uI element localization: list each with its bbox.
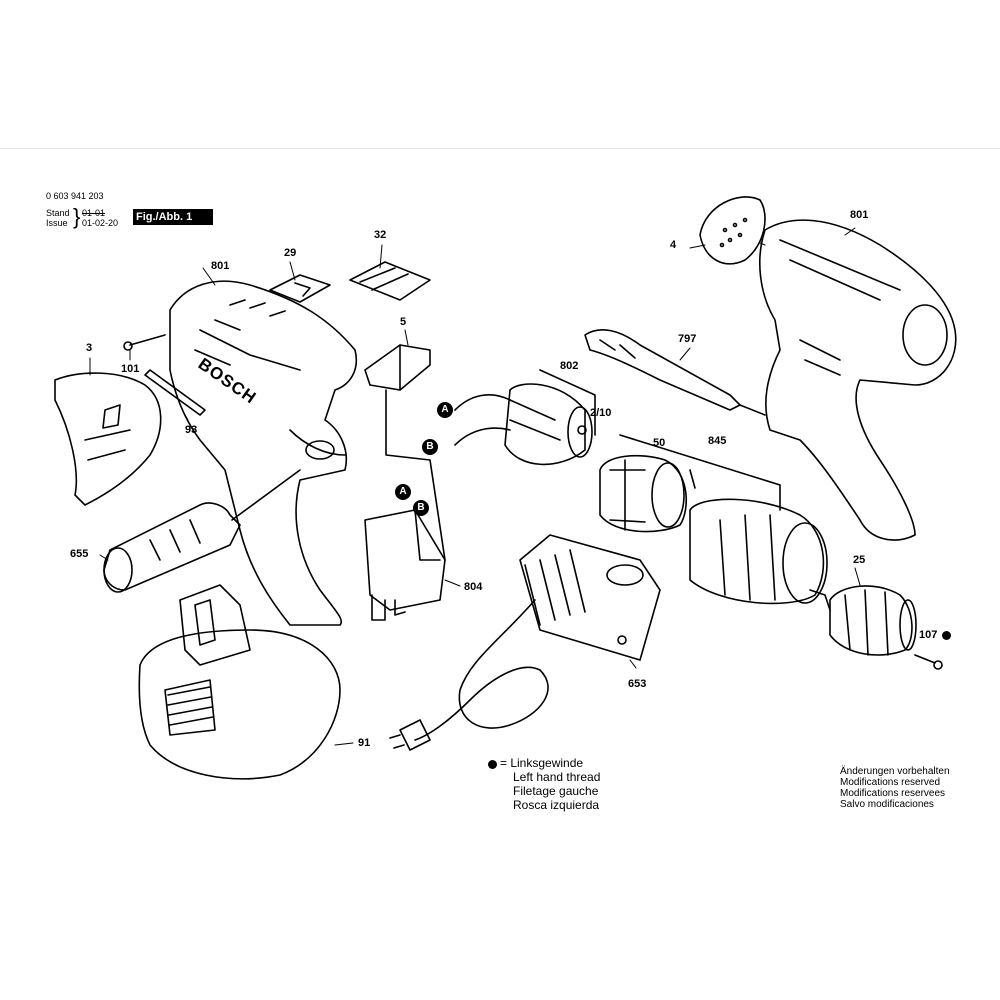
charger-653 <box>389 534 661 751</box>
callout-797: 797 <box>678 333 697 345</box>
side-handle <box>103 469 301 593</box>
callout-655: 655 <box>70 548 89 560</box>
legend-line-3: Filetage gauche <box>513 784 599 798</box>
legend-line-1: = Linksgewinde <box>500 756 584 770</box>
gear-housing-50 <box>599 454 696 533</box>
callout-3: 3 <box>86 342 93 354</box>
issue-label: Issue <box>46 218 68 228</box>
callout-107: 107 <box>919 629 938 641</box>
part-29 <box>269 274 331 303</box>
screw-107 <box>914 654 943 670</box>
left-hand-thread-marker-icon <box>942 631 951 640</box>
callout-653: 653 <box>628 678 647 690</box>
part-5 <box>364 344 431 391</box>
callout-101: 101 <box>121 363 140 375</box>
callout-2-10: 2/10 <box>590 407 612 419</box>
callout-25: 25 <box>853 554 866 566</box>
header-brace: } <box>73 204 81 229</box>
issue-value: 01-02-20 <box>82 218 119 228</box>
callout-32: 32 <box>374 229 387 241</box>
part-cover-3 <box>54 372 162 506</box>
connector-b-motor: B <box>422 439 438 455</box>
part-number: 0 603 941 203 <box>46 191 104 201</box>
callout-91: 91 <box>358 737 371 749</box>
callout-845: 845 <box>708 435 727 447</box>
connector-b-switch: B <box>413 500 429 516</box>
callout-93: 93 <box>185 424 198 436</box>
callout-802: 802 <box>560 360 579 372</box>
connector-a-switch: A <box>395 484 411 500</box>
chuck-25 <box>829 585 917 656</box>
rights-note-1: Änderungen vorbehalten <box>840 766 950 777</box>
stand-label: Stand <box>46 208 70 218</box>
callout-4: 4 <box>670 239 677 251</box>
bit-93 <box>144 369 206 416</box>
legend-line-2: Left hand thread <box>513 770 601 784</box>
callout-50: 50 <box>653 437 666 449</box>
connector-a-motor: A <box>437 402 453 418</box>
leader-lines <box>89 227 861 746</box>
housing-half-right <box>759 219 957 541</box>
gearbox-845 <box>619 434 831 611</box>
switch-804 <box>364 389 446 621</box>
callout-801-left: 801 <box>211 260 230 272</box>
motor-802 <box>454 369 596 466</box>
part-32 <box>349 261 431 301</box>
legend-line-4: Rosca izquierda <box>513 798 600 812</box>
battery-91 <box>138 584 341 780</box>
part-4 <box>699 196 766 265</box>
callout-804: 804 <box>464 581 483 593</box>
rights-note-2: Modifications reserved <box>840 777 941 788</box>
screw-101 <box>123 334 166 351</box>
rights-note-4: Salvo modificaciones <box>840 799 934 810</box>
callout-5: 5 <box>400 316 407 328</box>
stand-value: 01-01 <box>82 208 106 218</box>
callout-801-right: 801 <box>850 209 869 221</box>
rights-note-3: Modifications reservees <box>840 788 946 799</box>
legend-bullet-icon <box>488 760 497 769</box>
belt-clip-797 <box>584 329 766 416</box>
figure-label: Fig./Abb. 1 <box>133 209 213 225</box>
callout-29: 29 <box>284 247 297 259</box>
housing-half-left <box>169 280 357 626</box>
top-divider <box>0 148 1000 149</box>
